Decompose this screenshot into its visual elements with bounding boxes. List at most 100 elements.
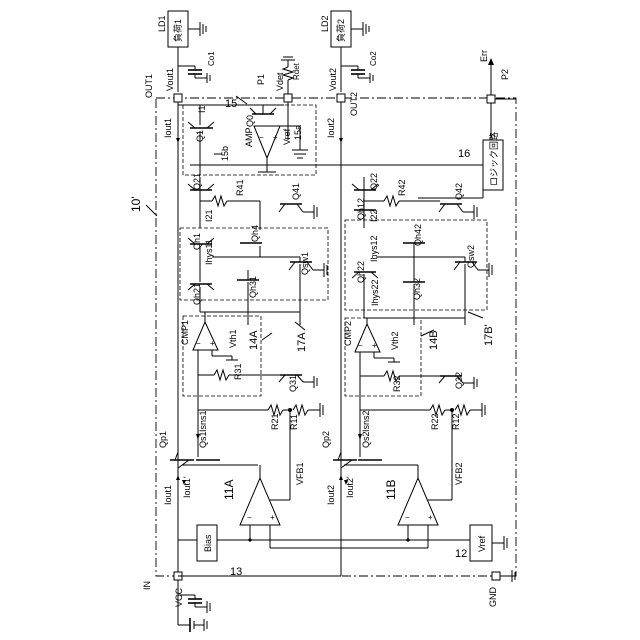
svg-text:Bias: Bias — [203, 534, 213, 552]
svg-text:VCC: VCC — [174, 587, 184, 607]
svg-text:Qp2: Qp2 — [321, 431, 331, 448]
svg-text:Err: Err — [479, 50, 489, 62]
battery — [178, 618, 207, 632]
svg-text:−: − — [405, 513, 410, 522]
transistor-q42: Q42 — [439, 183, 477, 219]
capacitor-co2: Co2 — [341, 51, 378, 83]
svg-text:Qh42: Qh42 — [413, 224, 423, 246]
svg-text:Iout2: Iout2 — [326, 118, 336, 138]
svg-text:17A: 17A — [296, 332, 308, 352]
svg-text:Q31: Q31 — [288, 375, 298, 392]
transistor-q0: Q0 — [245, 108, 276, 127]
svg-text:VFB1: VFB1 — [295, 462, 305, 485]
svg-text:R22: R22 — [430, 413, 440, 430]
transistor-q32: Q32 — [439, 372, 477, 389]
svg-text:Vth1: Vth1 — [228, 329, 238, 348]
svg-text:Ihys22: Ihys22 — [370, 279, 380, 306]
svg-text:14A: 14A — [248, 330, 260, 350]
svg-text:Iout2: Iout2 — [326, 485, 336, 505]
svg-text:Q42: Q42 — [454, 183, 464, 200]
svg-text:Isns2: Isns2 — [361, 410, 371, 432]
svg-text:+: + — [270, 513, 275, 522]
svg-text:15b: 15b — [220, 146, 230, 161]
resistor-r22: R22 — [360, 405, 452, 430]
ic-label: 10' — [129, 196, 143, 212]
svg-text:11A: 11A — [222, 480, 236, 500]
transistor-qh42: Qh42 — [403, 224, 425, 246]
svg-text:Co1: Co1 — [207, 51, 216, 66]
svg-text:CMP1: CMP1 — [180, 320, 190, 345]
vref-block: Vref 12 — [455, 525, 507, 561]
svg-text:14B: 14B — [428, 330, 440, 350]
pin-out2 — [337, 94, 345, 102]
svg-text:Isns1: Isns1 — [198, 410, 208, 432]
svg-text:Ihys12: Ihys12 — [369, 235, 379, 262]
svg-text:+: + — [210, 339, 215, 348]
comparator-block-14b — [345, 318, 421, 396]
svg-text:+: + — [372, 341, 377, 350]
svg-text:OUT1: OUT1 — [144, 74, 154, 98]
capacitor-co1: Co1 — [178, 51, 216, 83]
svg-text:Rdet: Rdet — [292, 62, 301, 80]
svg-text:R42: R42 — [397, 179, 407, 196]
svg-text:−: − — [247, 513, 252, 522]
pin-gnd — [492, 572, 500, 580]
resistor-r41: R41 — [200, 179, 260, 206]
transistor-qp2: Qp2 — [321, 431, 357, 468]
svg-text:Ihys11: Ihys11 — [204, 239, 214, 265]
resistor-r32: R32 — [360, 371, 440, 392]
comparator-cmp2: − + CMP2 Vth2 14B — [343, 321, 440, 352]
svg-text:Q41: Q41 — [291, 183, 301, 200]
svg-text:Iout1: Iout1 — [163, 485, 173, 505]
pin-p2 — [487, 95, 495, 103]
svg-text:負荷2: 負荷2 — [335, 19, 346, 42]
svg-text:I21: I21 — [204, 209, 214, 222]
svg-text:Vref: Vref — [477, 535, 487, 552]
svg-text:Vref: Vref — [282, 128, 292, 145]
svg-text:11B: 11B — [384, 480, 398, 500]
svg-text:−: − — [358, 341, 363, 350]
svg-text:−: − — [259, 133, 264, 142]
svg-text:LD1: LD1 — [157, 15, 167, 32]
svg-text:Qs2: Qs2 — [361, 431, 371, 448]
svg-text:Vout2: Vout2 — [328, 68, 338, 91]
load-2: 負荷2 LD2 Vout2 — [320, 11, 369, 92]
resistor-r21: R21 — [198, 405, 290, 430]
svg-text:Q0: Q0 — [245, 115, 255, 127]
load-1: 負荷1 LD1 OUT1 Vout1 — [144, 11, 206, 98]
svg-text:12: 12 — [455, 548, 467, 560]
resistor-r12: R12 — [451, 403, 485, 430]
transistor-q22: Q22 — [352, 173, 379, 190]
svg-text:R21: R21 — [270, 413, 280, 430]
svg-text:16: 16 — [458, 148, 470, 160]
resistor-r31: R31 — [198, 363, 280, 380]
transistor-q31: Q31 — [279, 375, 317, 392]
error-amp-11b: − + 11B — [384, 478, 438, 525]
svg-text:Co2: Co2 — [369, 51, 378, 66]
svg-text:LD2: LD2 — [320, 15, 330, 32]
error-amp-11a: − + 11A — [222, 478, 280, 525]
svg-text:P1: P1 — [256, 74, 266, 85]
svg-text:GND: GND — [488, 587, 498, 608]
svg-text:15: 15 — [225, 98, 237, 110]
svg-text:負荷1: 負荷1 — [172, 19, 183, 42]
svg-text:17B': 17B' — [483, 324, 495, 346]
pin-out1 — [174, 94, 182, 102]
svg-text:Qh4: Qh4 — [250, 225, 260, 242]
svg-text:Qh12: Qh12 — [356, 198, 366, 220]
pin-p1 — [284, 94, 292, 102]
svg-text:15a: 15a — [293, 125, 303, 140]
svg-text:+: + — [428, 513, 433, 522]
transistor-qs1: Qs1 — [196, 431, 220, 460]
svg-text:I1: I1 — [197, 105, 207, 113]
transistor-qs2: Qs2 — [358, 431, 382, 460]
svg-text:Qsw2: Qsw2 — [466, 245, 476, 268]
svg-text:+: + — [273, 133, 278, 142]
svg-text:Qh31: Qh31 — [248, 276, 258, 298]
svg-text:Q22: Q22 — [369, 173, 379, 190]
svg-text:VFB2: VFB2 — [454, 462, 464, 485]
comparator-cmp1: − + CMP1 Vth1 14A — [180, 320, 272, 350]
transistor-qsw1: Qsw1 — [289, 252, 327, 277]
svg-text:Qs1: Qs1 — [198, 431, 208, 448]
